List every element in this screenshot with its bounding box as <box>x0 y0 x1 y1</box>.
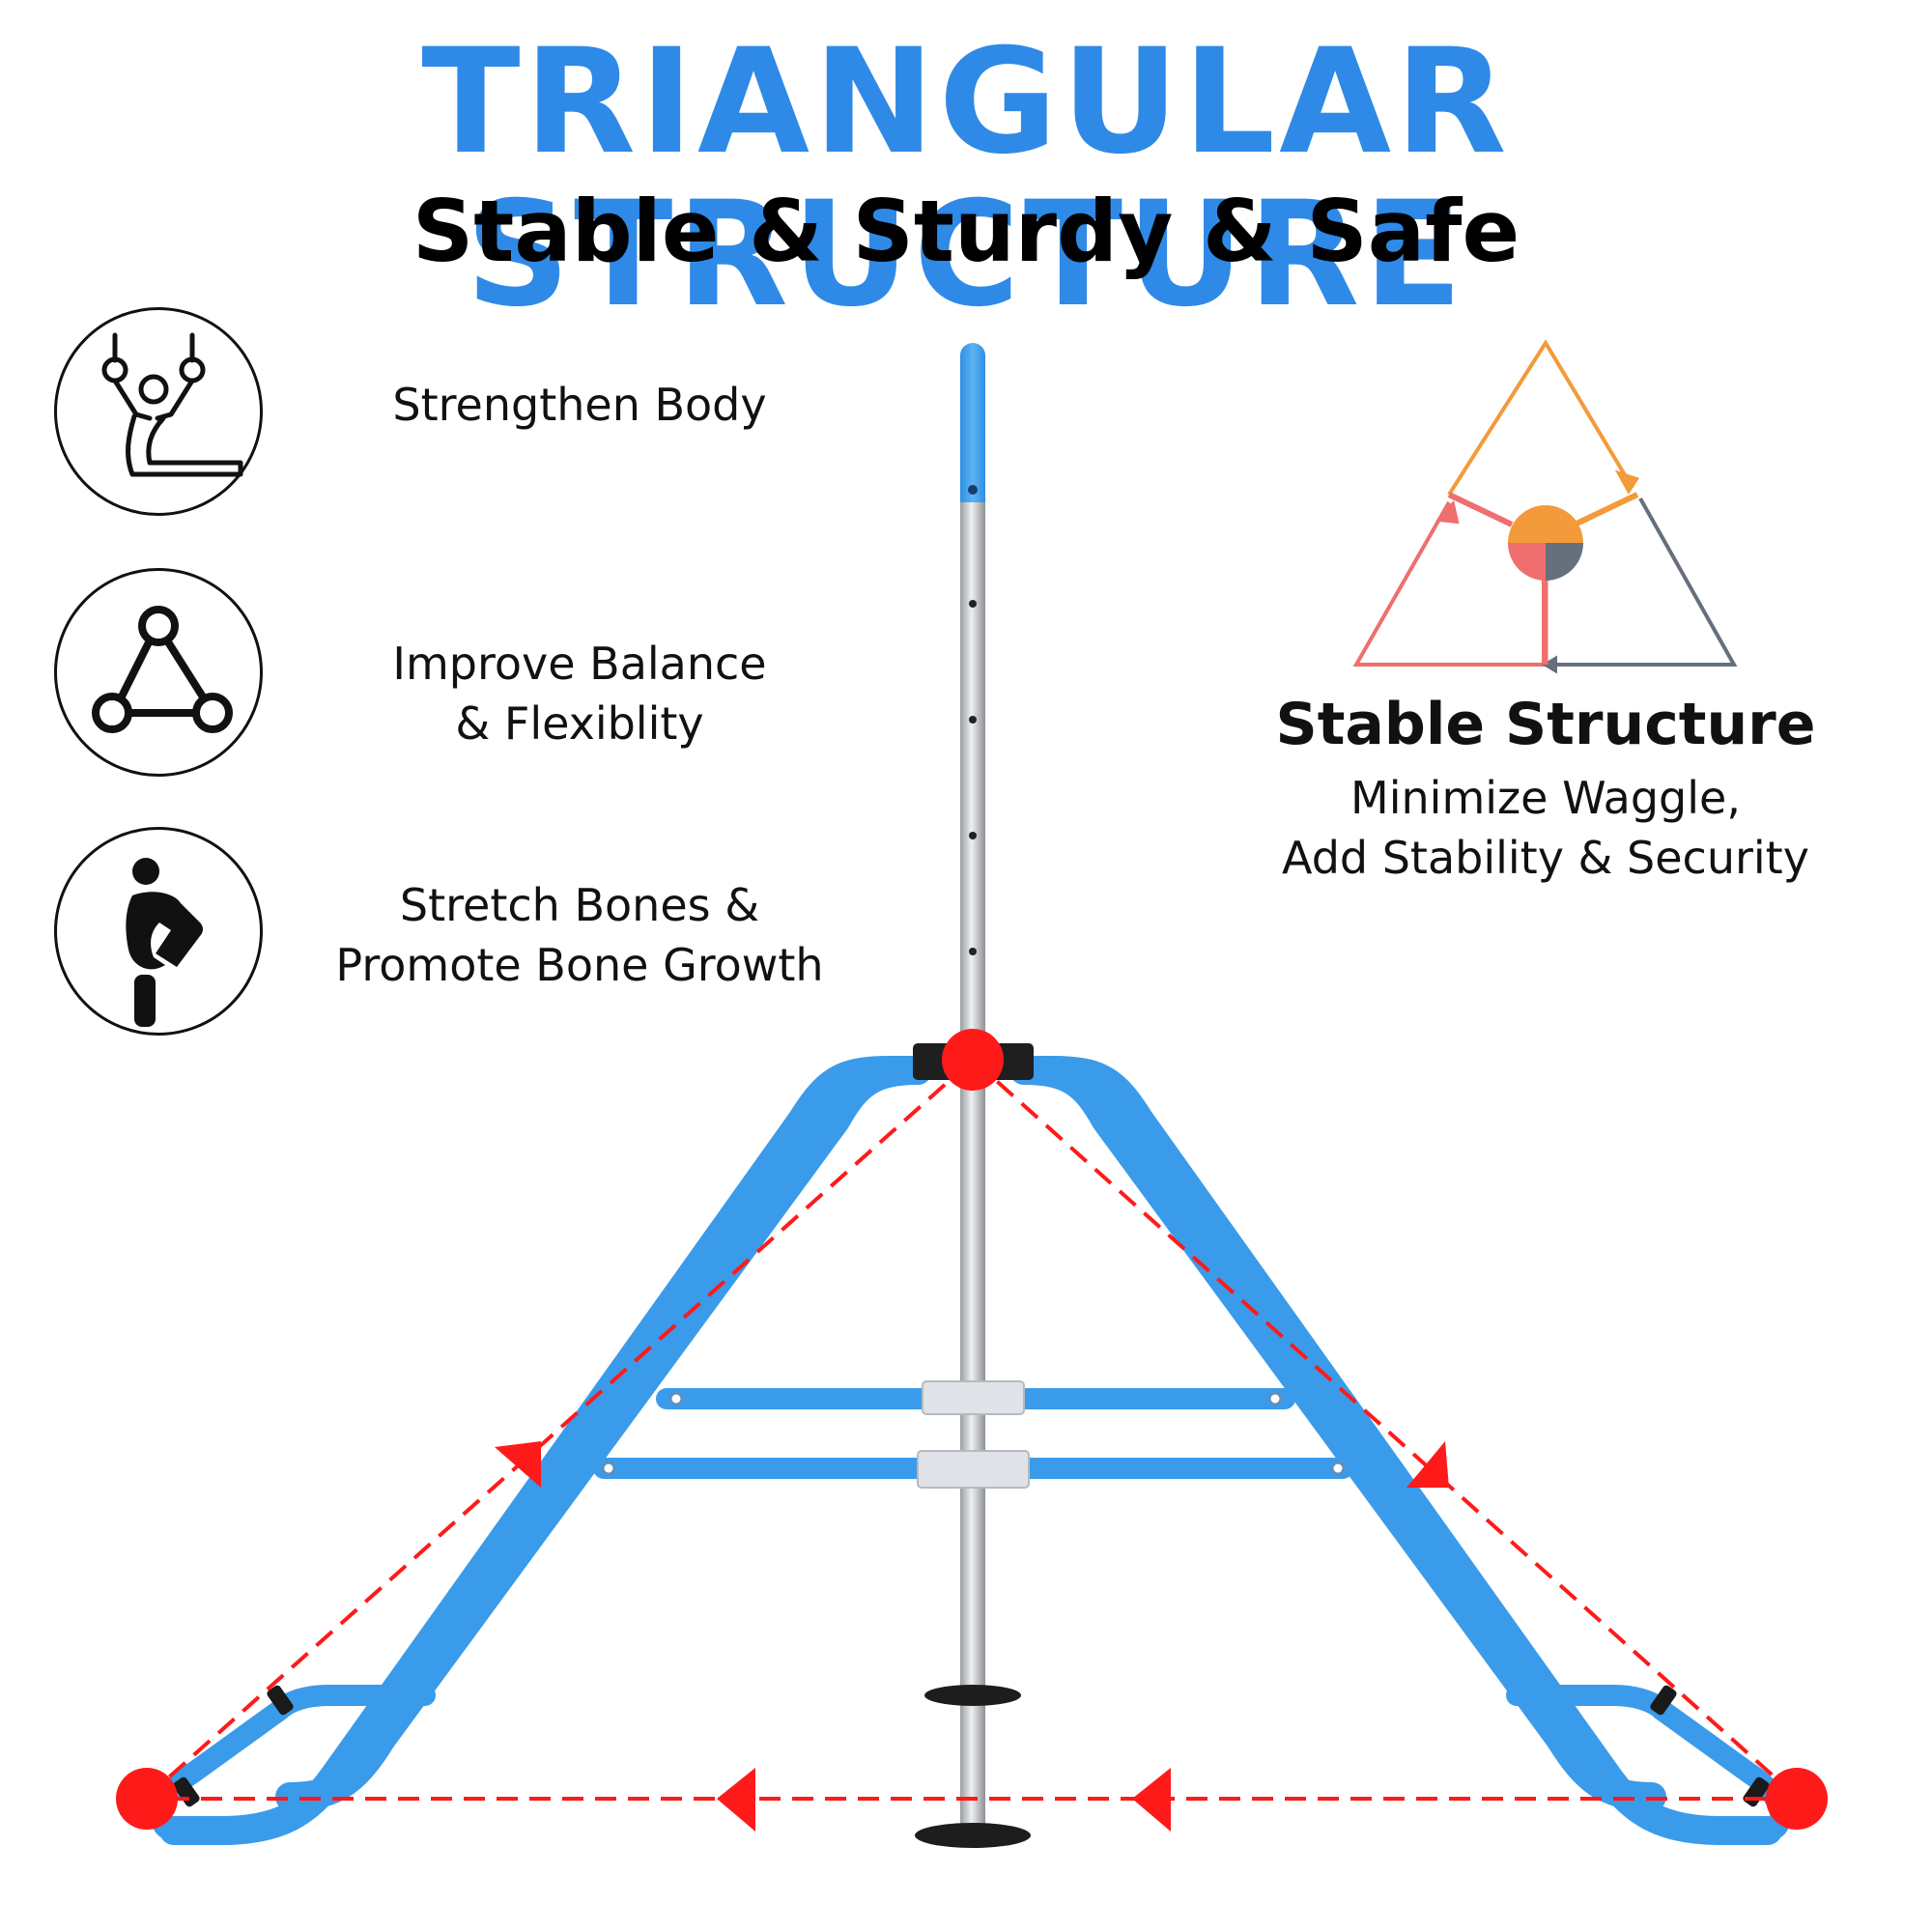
gymnastics-rings-icon <box>101 332 243 477</box>
stable-structure-diagram <box>1352 339 1738 674</box>
feature-badge-stretch <box>54 827 263 1036</box>
center-pole <box>915 343 1031 1848</box>
anchor-point-marker <box>116 1029 1828 1830</box>
feature-badge-balance <box>54 568 263 777</box>
feature-text-strengthen: Strengthen Body <box>392 379 767 431</box>
feature-badge-strengthen <box>54 307 263 516</box>
direction-arrow-icon <box>495 1441 1449 1832</box>
stability-triangle <box>143 1058 1801 1801</box>
frame-crossbars <box>593 1388 1353 1479</box>
feature-text-stretch: Stretch Bones & Promote Bone Growth <box>335 879 824 991</box>
frame-legs <box>159 1056 1782 1845</box>
crossbar-bolts <box>601 1391 1346 1476</box>
page-subtitle: Stable & Sturdy & Safe <box>412 182 1520 281</box>
center-hub-icon <box>1508 505 1583 581</box>
triangle-nodes-icon <box>92 606 233 733</box>
stable-structure-description: Minimize Waggle, Add Stability & Securit… <box>1282 772 1809 884</box>
stable-structure-title: Stable Structure <box>1275 691 1816 758</box>
stretching-person-icon <box>126 858 203 1027</box>
feature-text-balance: Improve Balance & Flexiblity <box>392 638 767 750</box>
page-title: TRIANGULAR STRUCTURE <box>421 18 1511 339</box>
